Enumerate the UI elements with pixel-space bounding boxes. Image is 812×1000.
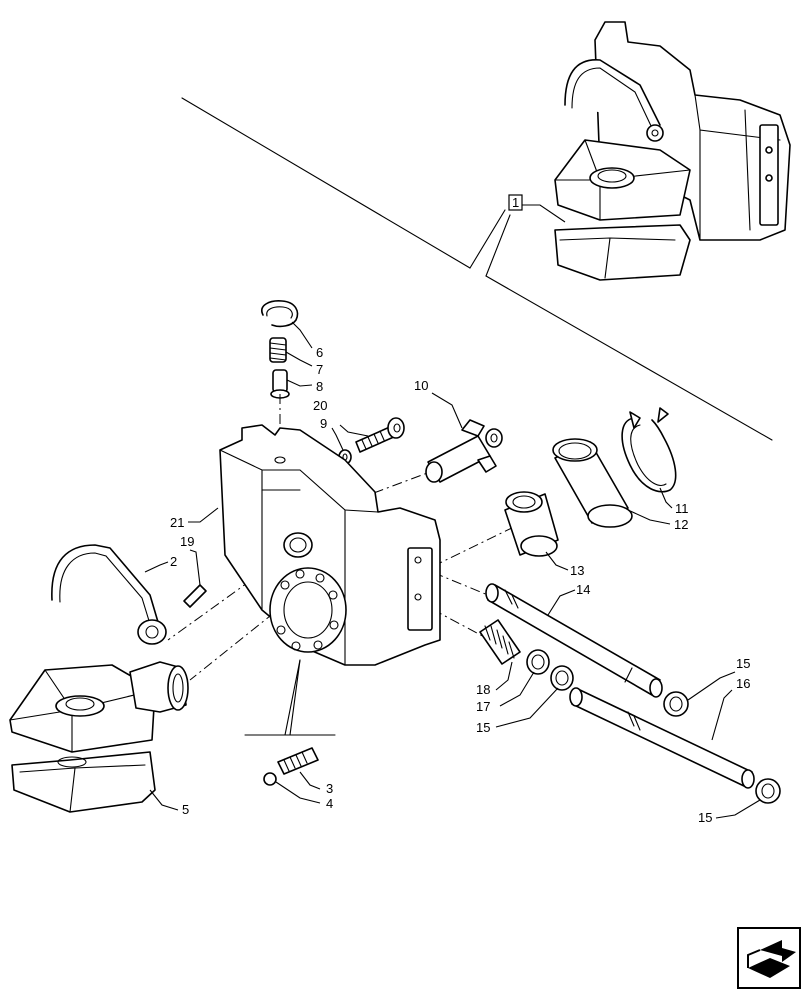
callout-21: 21 xyxy=(170,515,184,530)
callout-16: 16 xyxy=(736,676,750,691)
callout-11: 11 xyxy=(675,501,689,516)
callout-10: 10 xyxy=(414,378,428,393)
axis-cam xyxy=(354,471,431,501)
callout-2: 2 xyxy=(170,554,177,569)
part-ball-4 xyxy=(263,772,277,786)
detail-pointer-lower xyxy=(244,659,336,736)
part-handle-2 xyxy=(51,544,167,645)
callout-18: 18 xyxy=(476,682,490,697)
callout-1-label: 1 xyxy=(512,195,519,210)
part-spring-3 xyxy=(277,747,319,775)
part-bushing-13 xyxy=(504,491,559,557)
next-page-arrow-icon[interactable] xyxy=(737,927,801,989)
section-divider-upper xyxy=(181,97,773,441)
callout-15-b: 15 xyxy=(736,656,750,671)
part-spring-7 xyxy=(269,337,287,363)
part-ring-12 xyxy=(552,438,633,528)
part-washer-17 xyxy=(526,649,550,675)
assembled-coupling-view xyxy=(554,21,791,281)
callout-8: 8 xyxy=(316,379,323,394)
part-washer-15-b xyxy=(663,691,689,717)
callout-12: 12 xyxy=(674,517,688,532)
callout-1: 1 xyxy=(508,194,566,223)
callout-13: 13 xyxy=(570,563,584,578)
part-bolt-20 xyxy=(355,417,405,453)
callout-4: 4 xyxy=(326,796,333,811)
callout-15-a: 15 xyxy=(476,720,490,735)
part-shaft-14 xyxy=(485,583,663,698)
callout-17: 17 xyxy=(476,699,490,714)
part-washer-15-c xyxy=(755,778,781,804)
part-housing-21 xyxy=(219,424,441,666)
part-spring-18 xyxy=(479,619,521,665)
part-circlip-11 xyxy=(621,407,677,493)
callout-20: 20 xyxy=(313,398,327,413)
part-washer-15-a xyxy=(550,665,574,691)
callout-5: 5 xyxy=(182,802,189,817)
part-pin-8 xyxy=(270,369,290,399)
callout-19: 19 xyxy=(180,534,194,549)
callout-14: 14 xyxy=(576,582,590,597)
part-pin-19 xyxy=(183,584,207,608)
callout-3: 3 xyxy=(326,781,333,796)
part-shaft-16 xyxy=(569,687,755,789)
callout-9: 9 xyxy=(320,416,327,431)
part-jaw-5 xyxy=(9,661,189,813)
callout-6: 6 xyxy=(316,345,323,360)
part-cam-10 xyxy=(425,419,503,483)
part-snap-ring-6 xyxy=(261,300,299,328)
callout-7: 7 xyxy=(316,362,323,377)
callout-15-c: 15 xyxy=(698,810,712,825)
